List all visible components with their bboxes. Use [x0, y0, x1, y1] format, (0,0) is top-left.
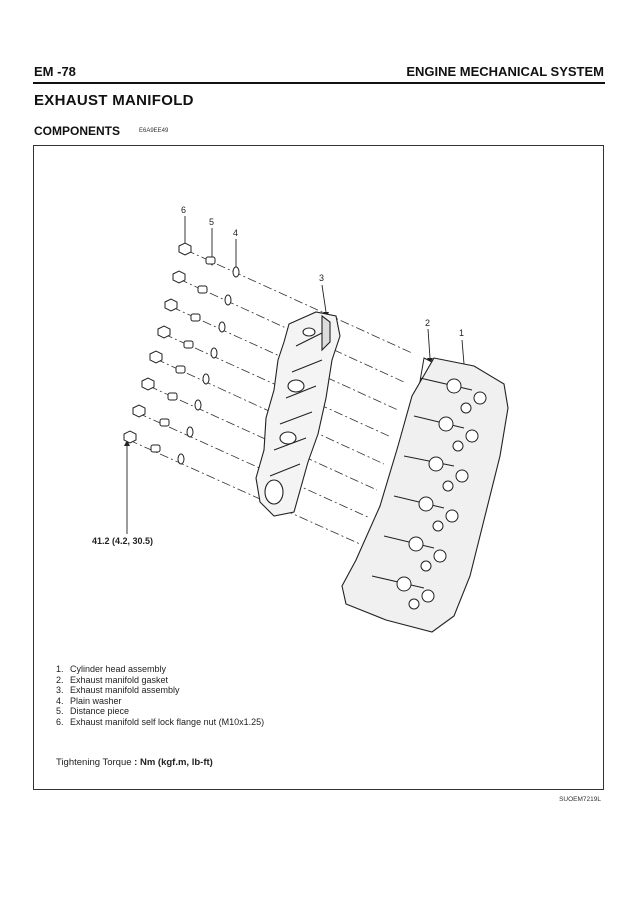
exhaust-manifold [255, 311, 341, 517]
callout-2: 2 [425, 318, 430, 328]
callout-4: 4 [233, 228, 238, 238]
callout-6: 6 [181, 205, 186, 215]
callout-leaders [126, 216, 465, 534]
legend-item: 5.Distance piece [56, 706, 130, 717]
doc-code: E6A9EE49 [139, 128, 169, 134]
components-heading: COMPONENTS [34, 124, 121, 138]
legend-item: 6.Exhaust manifold self lock flange nut … [56, 716, 265, 727]
figure-code: SUOEM7219L [559, 796, 601, 803]
callout-3: 3 [319, 273, 324, 283]
fastener-parts [123, 242, 240, 465]
torque-separator: : [131, 757, 140, 768]
page-title: EXHAUST MANIFOLD [34, 92, 194, 109]
section-title: ENGINE MECHANICAL SYSTEM [406, 64, 604, 79]
torque-value-label: 41.2 (4.2, 30.5) [92, 536, 153, 546]
page-number: EM -78 [34, 64, 76, 79]
legend-item: 1.Cylinder head assembly [56, 664, 167, 674]
legend-item: 2.Exhaust manifold gasket [56, 674, 169, 685]
cylinder-head-ports [396, 378, 487, 610]
legend-item: 3.Exhaust manifold assembly [56, 685, 180, 696]
figure-frame [33, 145, 604, 790]
exploded-diagram: 6 5 4 3 2 1 [92, 205, 509, 633]
header-rule [33, 82, 605, 84]
legend-item: 4.Plain washer [56, 695, 122, 706]
callout-1: 1 [459, 328, 464, 338]
torque-unit: Nm (kgf.m, lb-ft) [139, 757, 213, 768]
callout-5: 5 [209, 217, 214, 227]
torque-label: Tightening Torque [56, 757, 132, 768]
component-legend: 1.Cylinder head assembly 2.Exhaust manif… [56, 664, 264, 728]
callouts: 6 5 4 3 2 1 [181, 205, 464, 338]
tightening-torque-note: Tightening Torque : Nm (kgf.m, lb-ft) [56, 757, 213, 768]
